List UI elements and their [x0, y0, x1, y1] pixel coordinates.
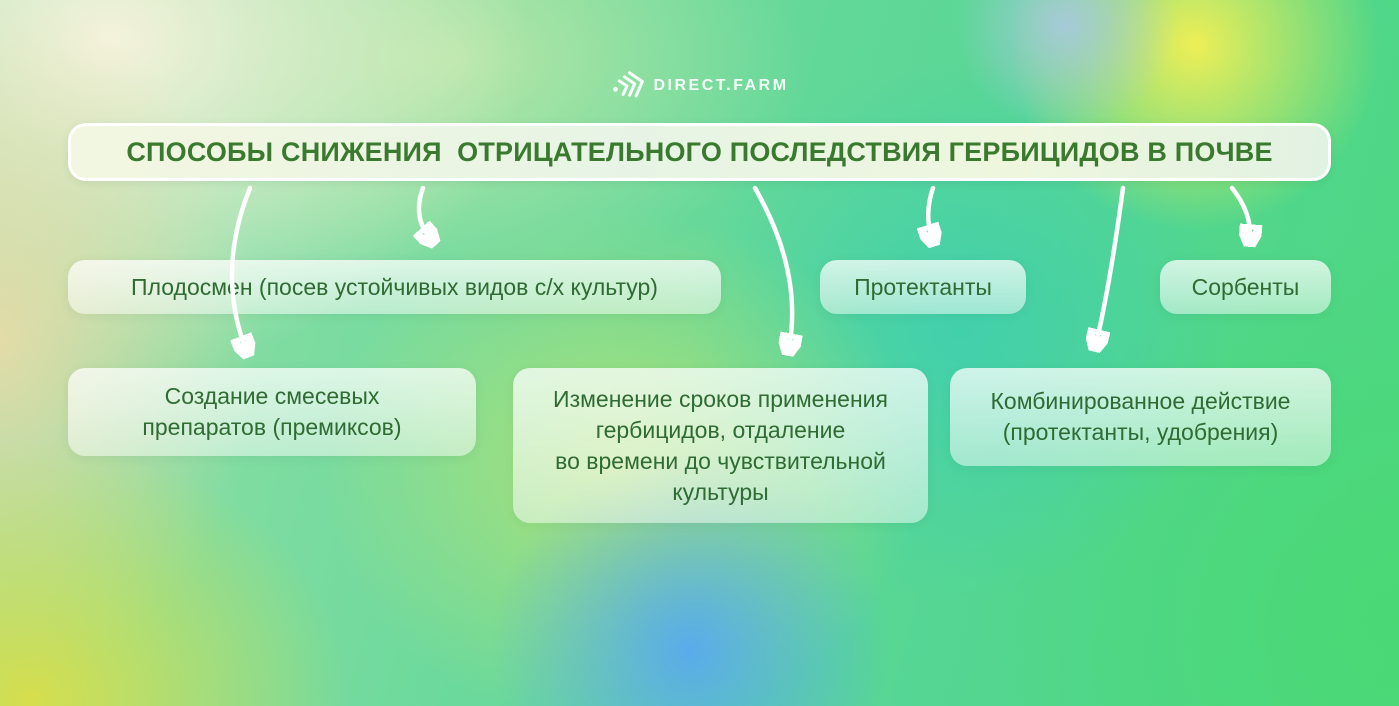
diagram-title: СПОСОБЫ СНИЖЕНИЯ ОТРИЦАТЕЛЬНОГО ПОСЛЕДСТ… — [126, 136, 1273, 167]
node-combined-action-label: Комбинированное действие (протектанты, у… — [990, 388, 1291, 445]
brand-logo: DIRECT.FARM — [0, 70, 1399, 102]
node-sorbents: Сорбенты — [1160, 260, 1331, 314]
arrow-to-crop-rotation — [419, 185, 431, 239]
node-protectants-label: Протектанты — [854, 273, 992, 300]
node-crop-rotation: Плодосмен (посев устойчивых видов с/х ку… — [68, 260, 721, 314]
arrow-to-timing-change — [752, 185, 792, 348]
arrow-to-combined-action — [1096, 185, 1126, 344]
node-mix-preparations: Создание смесевых препаратов (премиксов) — [68, 368, 476, 456]
arrow-to-sorbents — [1229, 185, 1250, 239]
node-sorbents-label: Сорбенты — [1191, 273, 1300, 300]
node-crop-rotation-label: Плодосмен (посев устойчивых видов с/х ку… — [131, 273, 658, 300]
chevrons-right-icon — [610, 70, 645, 102]
arrow-to-protectants — [928, 185, 933, 239]
node-mix-preparations-label: Создание смесевых препаратов (премиксов) — [142, 383, 402, 440]
node-protectants: Протектанты — [820, 260, 1026, 314]
diagram-title-box: СПОСОБЫ СНИЖЕНИЯ ОТРИЦАТЕЛЬНОГО ПОСЛЕДСТ… — [68, 123, 1331, 181]
node-timing-change: Изменение сроков применения гербицидов, … — [513, 368, 928, 523]
brand-name: DIRECT.FARM — [653, 77, 789, 94]
node-timing-change-label: Изменение сроков применения гербицидов, … — [553, 385, 888, 505]
node-combined-action: Комбинированное действие (протектанты, у… — [950, 368, 1331, 466]
